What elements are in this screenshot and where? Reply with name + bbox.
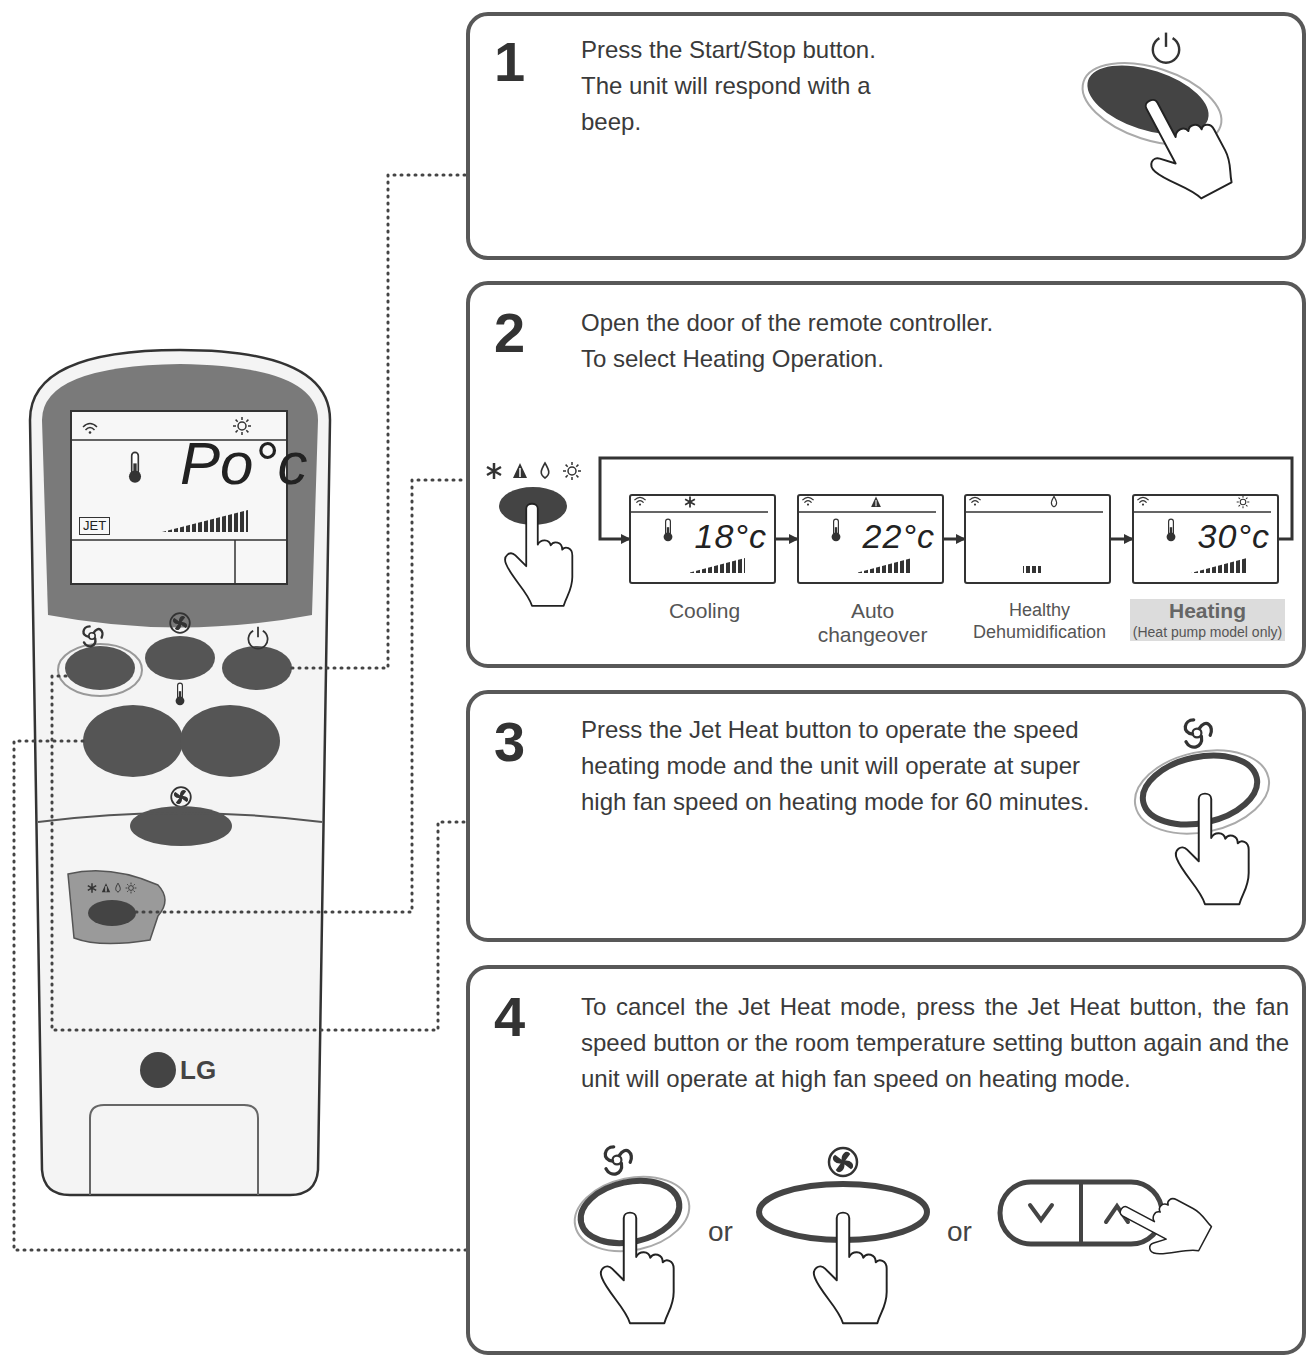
mode-button-icon <box>487 462 581 606</box>
start-stop-icon <box>1072 33 1239 212</box>
remote-controller <box>30 350 330 1195</box>
mode-caption: Healthy Dehumidification <box>966 599 1113 643</box>
step-number: 2 <box>494 303 525 363</box>
leader-line <box>136 480 466 912</box>
step-text: To select Heating Operation. <box>581 341 1141 377</box>
mode-caption: Heating <box>1130 599 1285 623</box>
step-text: Press the Jet Heat button to operate the… <box>581 712 1121 820</box>
leader-line <box>14 741 466 1250</box>
mode-display: 22°cAuto changeover <box>797 494 944 584</box>
remote-display: Po°cJET <box>70 410 288 585</box>
cancel-buttons-icon <box>568 1147 1215 1323</box>
mode-cycle-arrow <box>776 538 797 541</box>
step-number: 4 <box>494 987 525 1047</box>
mode-note: (Heat pump model only) <box>1130 623 1285 641</box>
leader-line <box>52 676 466 1030</box>
remote-controller: LG Po°cJET <box>30 350 330 1195</box>
step-number: 1 <box>494 32 525 92</box>
step-box: 1 Press the Start/Stop button. The unit w… <box>466 12 1306 260</box>
step-number: 3 <box>494 712 525 772</box>
mode-cycle-arrow <box>1111 538 1132 541</box>
mode-display: 30°cHeating(Heat pump model only) <box>1132 494 1279 584</box>
mode-cycle-arrow <box>944 538 964 541</box>
step-box: 3 Press the Jet Heat button to operate th… <box>466 690 1306 942</box>
leader-line <box>292 175 466 668</box>
step-text: To cancel the Jet Heat mode, press the J… <box>581 989 1289 1097</box>
display-reading: Po°c <box>180 432 288 496</box>
mode-caption: Cooling <box>631 599 778 623</box>
or-label: or <box>947 1216 972 1248</box>
set-temperature: 22°c <box>835 516 935 556</box>
mode-display: Healthy Dehumidification <box>964 494 1111 584</box>
jet-heat-button-icon <box>1127 720 1277 904</box>
or-label: or <box>708 1216 733 1248</box>
mode-display: 18°cCooling <box>629 494 776 584</box>
set-temperature: 30°c <box>1170 516 1270 556</box>
step-text: Press the Start/Stop button. The unit wi… <box>581 32 921 140</box>
jet-indicator: JET <box>79 517 110 535</box>
brand-logo: LG <box>180 1055 250 1085</box>
lcd-screens <box>625 490 1275 580</box>
step-box: 4 To cancel the Jet Heat mode, press the … <box>466 965 1306 1355</box>
mode-caption: Auto changeover <box>799 599 946 647</box>
step-text: Open the door of the remote controller. <box>581 305 1141 341</box>
step-box: 2 Open the door of the remote controller.… <box>466 281 1306 668</box>
set-temperature: 18°c <box>667 516 767 556</box>
